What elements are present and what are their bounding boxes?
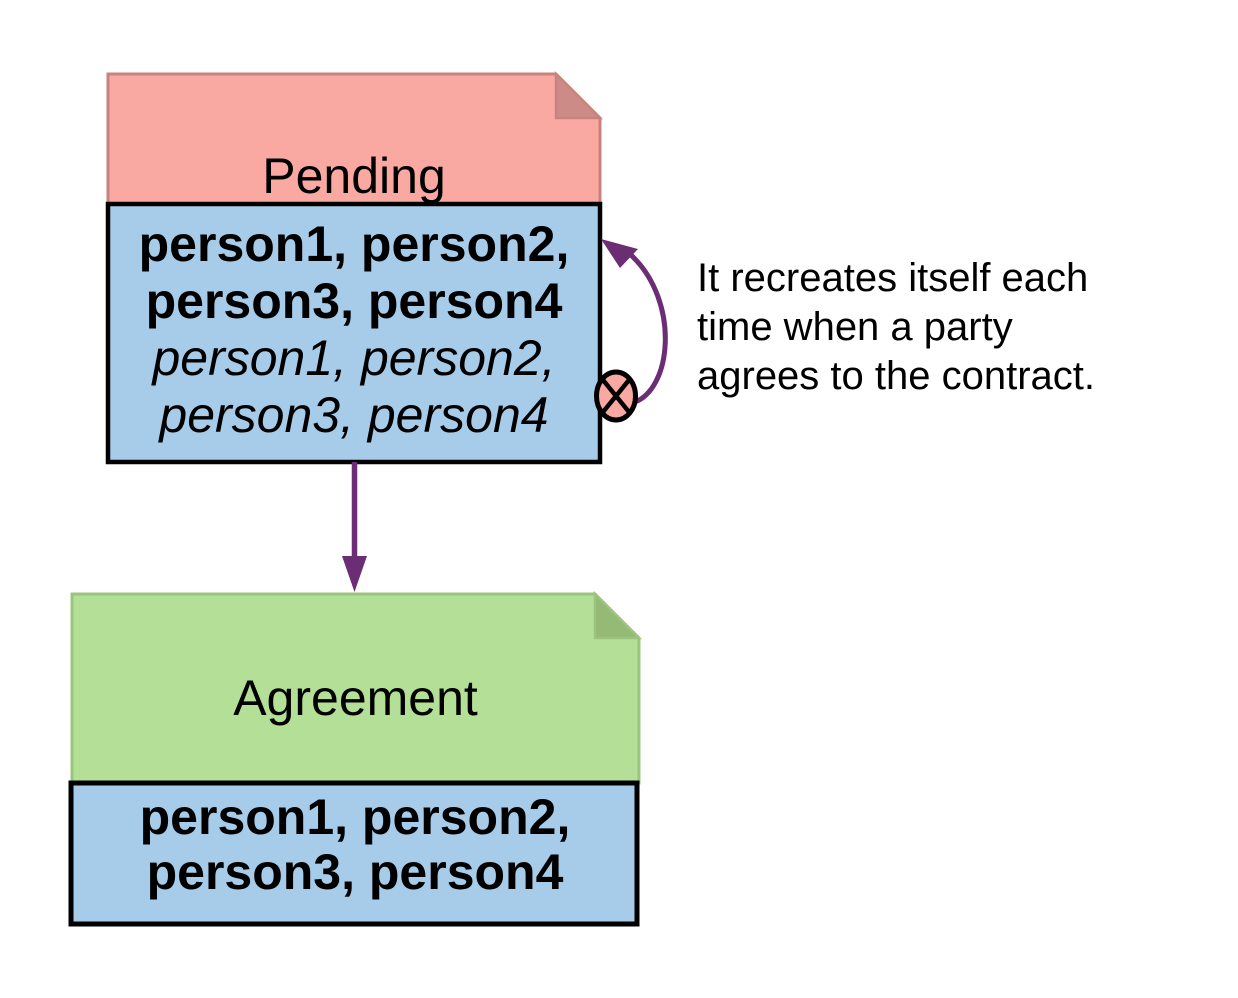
pending-observer-list: person1, person2, person3, person4: [152, 330, 556, 443]
agreement-body-box: [68, 780, 640, 927]
self-recreate-arrow: [629, 253, 668, 406]
agreement-header-note: [70, 592, 641, 785]
self-recreate-arrow-head-icon: [601, 239, 638, 268]
pending-header-note: [106, 72, 602, 206]
agreement-contract-title: Agreement: [233, 670, 478, 726]
agreement-note-fold-icon: [593, 590, 643, 640]
pending-signatory-list: person1, person2, person3, person4: [138, 216, 570, 329]
pending-contract-parties: person1, person2, person3, person4 perso…: [110, 216, 598, 444]
pending-note-fold-icon: [554, 70, 604, 120]
create-arrow-head-icon: [342, 556, 367, 592]
recreate-annotation: It recreates itself each time when a par…: [697, 256, 1096, 398]
agreement-contract-parties: person1, person2, person3, person4: [75, 790, 635, 900]
pending-body-box: [105, 201, 603, 465]
pending-contract-title: Pending: [262, 148, 446, 204]
archive-circle-x-icon: [594, 369, 638, 423]
agreement-signatory-list: person1, person2, person3, person4: [139, 789, 571, 900]
